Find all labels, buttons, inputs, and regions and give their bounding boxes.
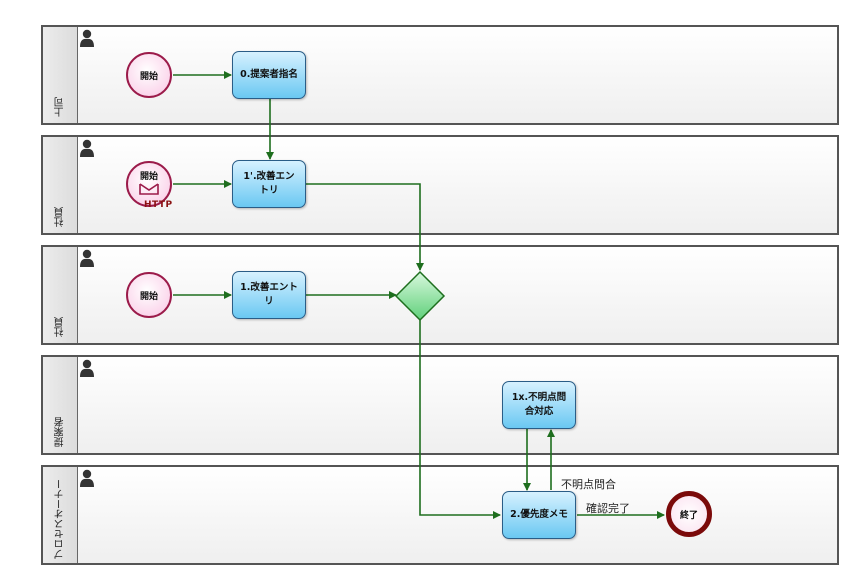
lane-header — [43, 467, 78, 563]
http-badge: HTTP — [144, 200, 173, 210]
person-icon — [80, 359, 94, 377]
lane-header — [43, 247, 78, 343]
lane-employee-1: 社員 — [41, 135, 839, 235]
person-icon — [80, 249, 94, 267]
event-label: 終了 — [679, 510, 698, 521]
task-label: 1.改善エントリ — [240, 282, 298, 307]
start-event-supervisor[interactable]: 開始 — [126, 52, 172, 98]
task-assign-proposer[interactable]: 0.提案者指名 — [232, 51, 306, 99]
lane-header — [43, 137, 78, 233]
task-inquiry-response[interactable]: 1x.不明点問合対応 — [502, 381, 576, 429]
event-label: 開始 — [139, 291, 158, 302]
person-icon — [80, 139, 94, 157]
lane-header — [43, 27, 78, 123]
flow-t1p-to-gateway — [306, 183, 424, 271]
task-label: 1'.改善エントリ — [243, 171, 295, 196]
event-label: 開始 — [139, 172, 158, 182]
event-label: 開始 — [139, 71, 158, 82]
task-label: 1x.不明点問合対応 — [511, 392, 567, 417]
lane-supervisor: 上司 — [41, 25, 839, 125]
lane-header — [43, 357, 78, 453]
task-improvement-entry-alt[interactable]: 1'.改善エントリ — [232, 160, 306, 208]
exclusive-gateway — [394, 270, 446, 322]
flow-label-confirmed: 確認完了 — [586, 502, 630, 515]
task-priority-memo[interactable]: 2.優先度メモ — [502, 491, 576, 539]
task-label: 0.提案者指名 — [240, 69, 298, 81]
start-event-employee[interactable]: 開始 — [126, 272, 172, 318]
start-event-http[interactable]: 開始 — [126, 161, 172, 207]
flow-gateway-to-t2 — [419, 319, 501, 519]
lane-proposer: 提案者 — [41, 355, 839, 455]
flow-label-inquiry: 不明点問合 — [561, 478, 616, 491]
person-icon — [80, 29, 94, 47]
envelope-icon — [139, 183, 159, 195]
task-label: 2.優先度メモ — [510, 509, 568, 521]
task-improvement-entry[interactable]: 1.改善エントリ — [232, 271, 306, 319]
person-icon — [80, 469, 94, 487]
end-event[interactable]: 終了 — [666, 491, 712, 537]
